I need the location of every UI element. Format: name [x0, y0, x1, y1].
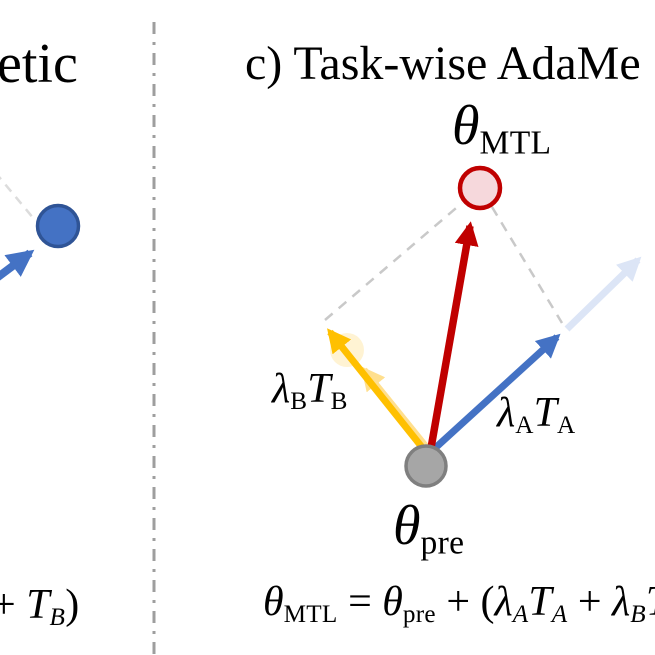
merged-vector-arrow — [427, 221, 479, 449]
left-panel-dashed-guide — [0, 176, 35, 220]
faded-task-vector-a-arrow — [564, 256, 642, 332]
lambda-a-ta-label: λATA — [497, 390, 576, 440]
theta-mtl-label: θMTL — [452, 95, 552, 162]
theta-pre-dot — [404, 444, 448, 488]
theta-pre-label: θpre — [393, 495, 465, 562]
task-vector-a-arrow — [430, 333, 561, 453]
left-panel-formula-fragment: + TB) — [0, 582, 80, 632]
left-panel-title-fragment: etic — [0, 33, 78, 95]
right-panel-formula: θMTL = θpre + (λATA + λBT — [263, 579, 655, 629]
dashed-guide-from-vector-b-tip — [324, 202, 463, 321]
lambda-b-tb-label: λBTB — [272, 366, 348, 416]
right-panel-title: c) Task-wise AdaMe — [245, 37, 641, 90]
dashed-guide-from-vector-a-tip — [490, 206, 564, 324]
theta-mtl-circle — [457, 165, 503, 211]
left-panel-merged-model-dot — [35, 203, 81, 249]
left-panel-merged-vector-arrow — [0, 249, 35, 281]
task-vector-b-arrow — [327, 328, 428, 454]
